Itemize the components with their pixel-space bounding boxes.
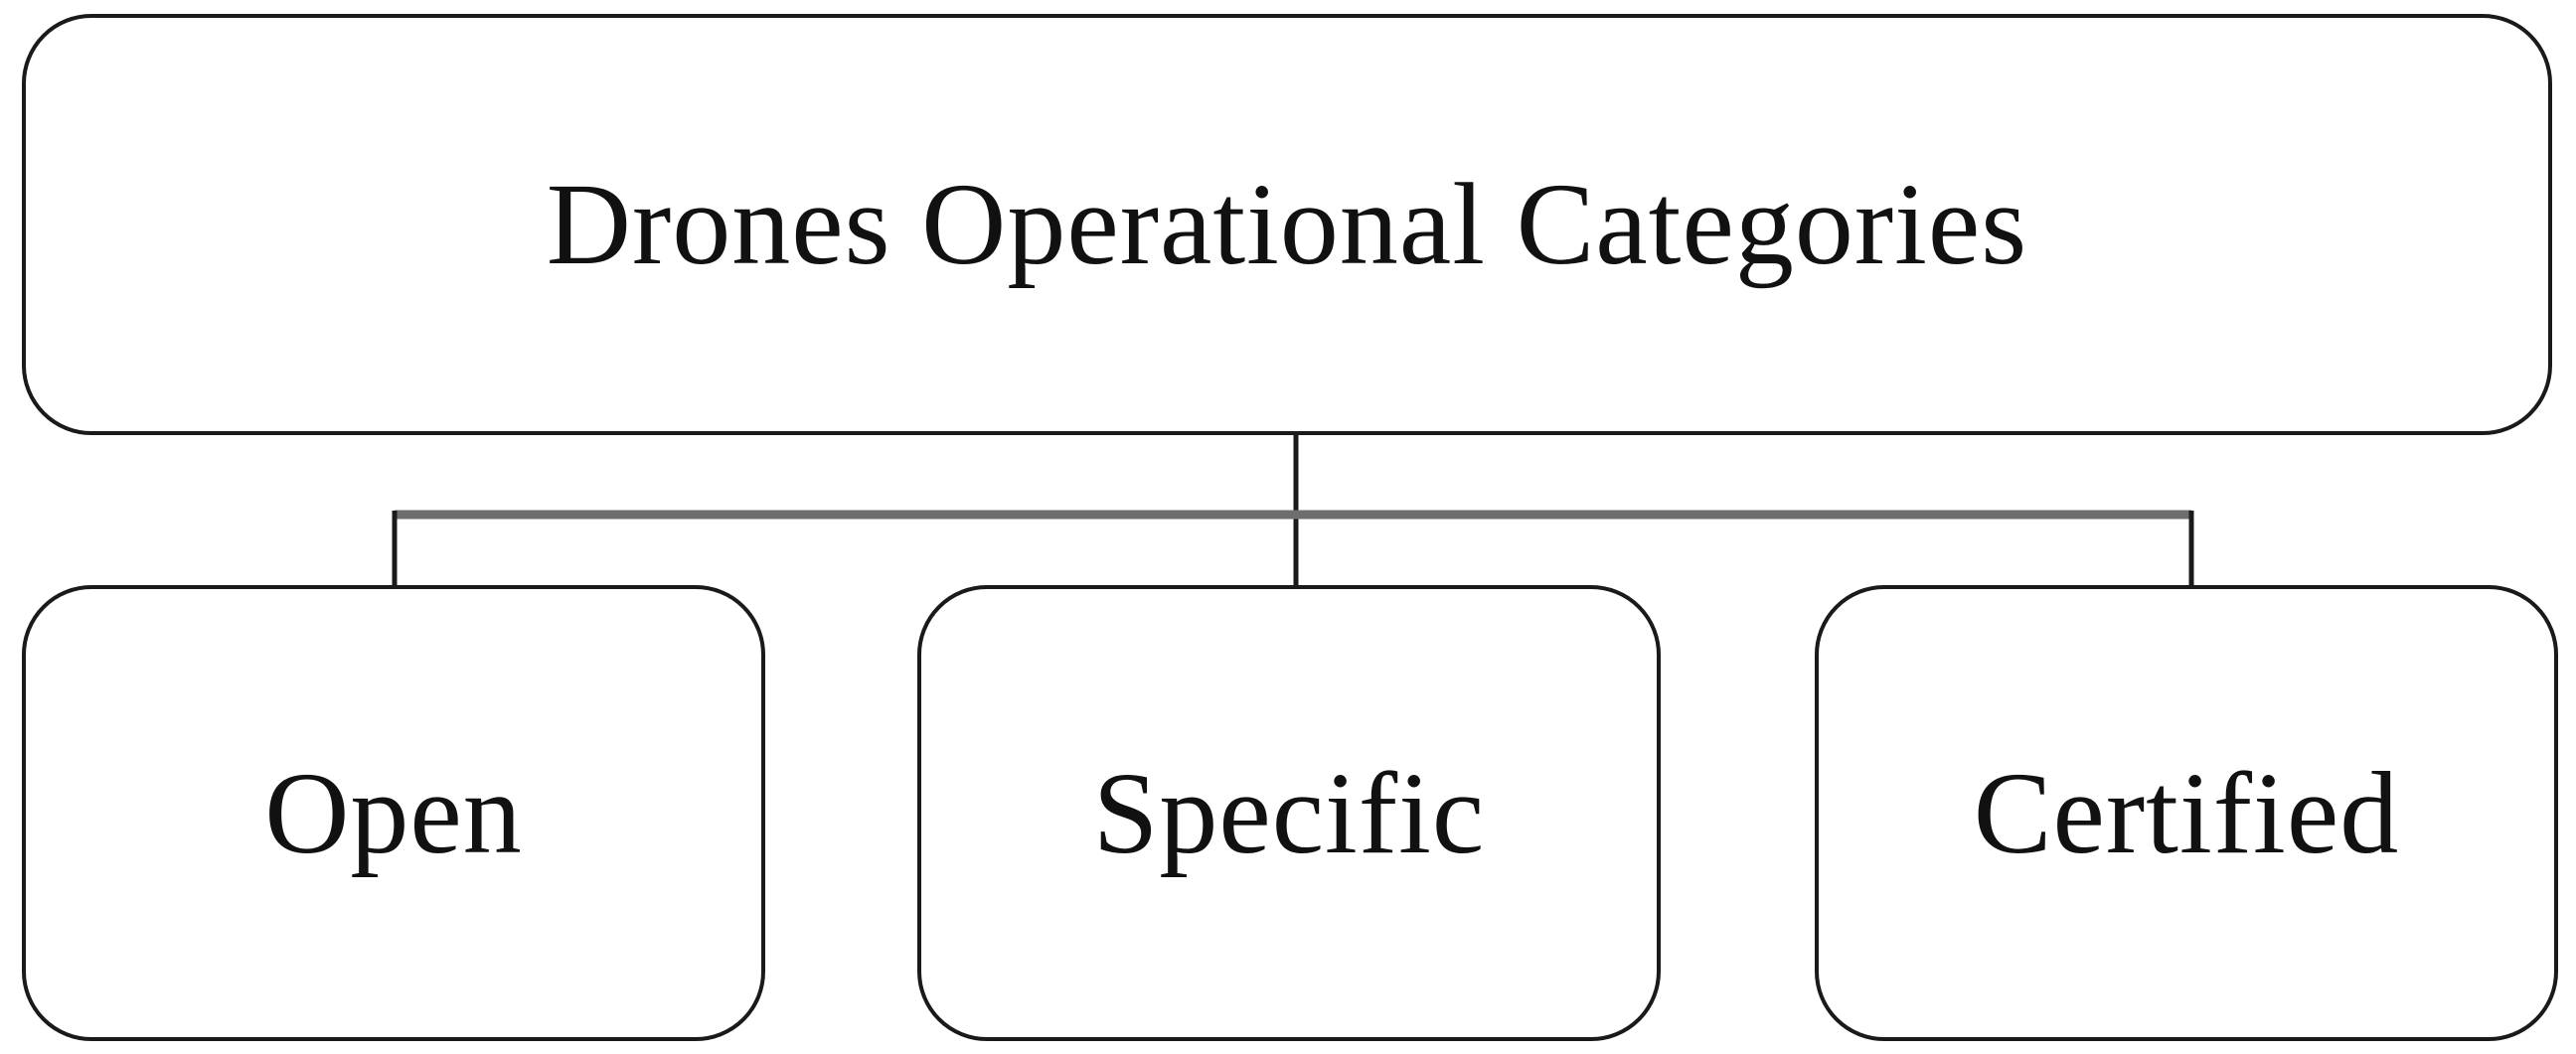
child-node-specific-label: Specific [1092, 747, 1486, 878]
child-node-certified: Certified [1815, 585, 2558, 1041]
child-node-open: Open [22, 585, 765, 1041]
child-node-open-label: Open [264, 747, 523, 878]
child-node-certified-label: Certified [1973, 747, 2400, 878]
root-node: Drones Operational Categories [22, 14, 2552, 435]
root-node-label: Drones Operational Categories [546, 159, 2028, 289]
child-node-specific: Specific [917, 585, 1661, 1041]
